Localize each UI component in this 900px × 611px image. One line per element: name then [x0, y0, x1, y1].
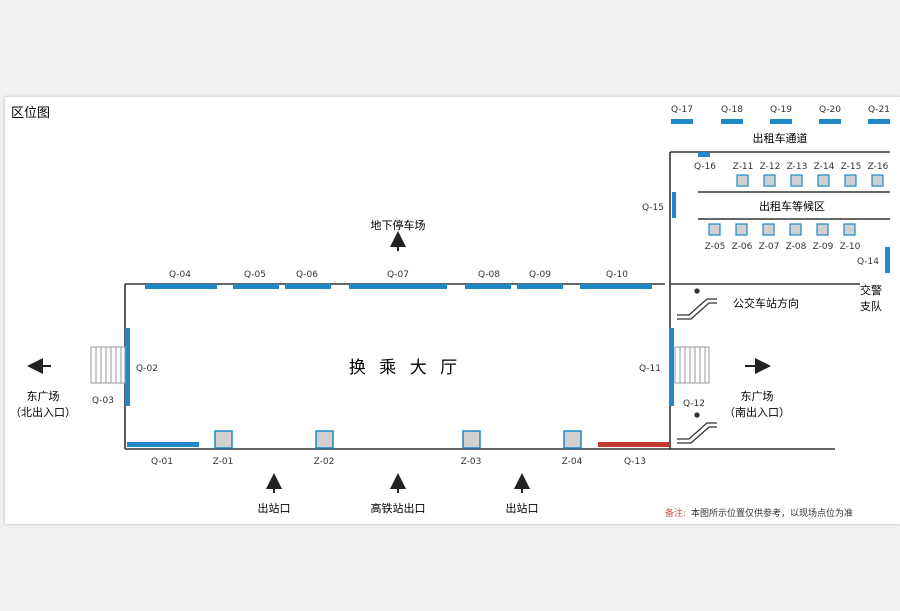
exit-center-label: 高铁站出口 [371, 501, 426, 515]
label-z12: Z-12 [760, 162, 781, 172]
label-z01: Z-01 [213, 457, 234, 467]
label-q19: Q-19 [770, 105, 792, 115]
label-z11: Z-11 [733, 162, 754, 172]
box-z05 [708, 223, 721, 236]
exit-right-label: 出站口 [506, 501, 539, 515]
box-z02 [315, 430, 334, 449]
box-z03 [462, 430, 481, 449]
escalator-top-icon [677, 288, 717, 320]
box-z11 [736, 174, 749, 187]
box-z09 [816, 223, 829, 236]
bar-q06 [285, 284, 331, 289]
bus-label: 公交车站方向 [733, 296, 799, 310]
bar-q09 [517, 284, 563, 289]
label-q16: Q-16 [694, 162, 716, 172]
label-q15: Q-15 [642, 203, 664, 213]
bar-q21 [868, 119, 890, 124]
label-q21: Q-21 [868, 105, 890, 115]
label-q12: Q-12 [683, 399, 705, 409]
label-z08: Z-08 [786, 242, 807, 252]
label-z06: Z-06 [732, 242, 753, 252]
label-z03: Z-03 [461, 457, 482, 467]
stairs-east [674, 346, 710, 384]
bar-q02 [125, 328, 130, 406]
label-q13: Q-13 [624, 457, 646, 467]
taxi-wait-label: 出租车等候区 [759, 199, 825, 213]
parking-label: 地下停车场 [371, 218, 426, 232]
label-q05: Q-05 [244, 270, 266, 280]
label-q11: Q-11 [639, 364, 661, 374]
bar-q20 [819, 119, 841, 124]
box-z16 [871, 174, 884, 187]
bar-q19 [770, 119, 792, 124]
exit-left-label: 出站口 [258, 501, 291, 515]
label-z05: Z-05 [705, 242, 726, 252]
stairs-west [90, 346, 126, 384]
bar-q11 [669, 328, 674, 406]
box-z01 [214, 430, 233, 449]
escalator-bottom-icon [677, 412, 717, 444]
map-canvas: 区位图 换 乘 大 厅 Q-04 Q-05 Q-06 Q-07 Q-08 Q-0… [10, 105, 890, 519]
bar-q16 [698, 152, 710, 157]
label-z10: Z-10 [840, 242, 861, 252]
label-q06: Q-06 [296, 270, 318, 280]
bar-q07 [349, 284, 447, 289]
box-z06 [735, 223, 748, 236]
note-text: 本图所示位置仅供参考，以现场点位为准 [691, 507, 853, 519]
west-label-2: （北出入口） [10, 405, 76, 419]
box-z13 [790, 174, 803, 187]
label-z13: Z-13 [787, 162, 808, 172]
label-q17: Q-17 [671, 105, 693, 115]
label-q07: Q-07 [387, 270, 409, 280]
label-z15: Z-15 [841, 162, 862, 172]
west-label-1: 东广场 [27, 389, 60, 403]
box-z08 [789, 223, 802, 236]
hall-label: 换 乘 大 厅 [349, 358, 461, 378]
east-label-1: 东广场 [741, 389, 774, 403]
label-q18: Q-18 [721, 105, 743, 115]
label-q03: Q-03 [92, 396, 114, 406]
label-z09: Z-09 [813, 242, 834, 252]
label-q14: Q-14 [857, 257, 879, 267]
bar-q15 [672, 192, 676, 218]
note-label: 备注: [665, 507, 686, 519]
bar-q05 [233, 284, 279, 289]
bar-q13 [598, 442, 670, 447]
label-q20: Q-20 [819, 105, 841, 115]
box-z10 [843, 223, 856, 236]
bar-q17 [671, 119, 693, 124]
label-q01: Q-01 [151, 457, 173, 467]
bar-q01 [127, 442, 199, 447]
bar-q14 [885, 247, 890, 273]
box-z04 [563, 430, 582, 449]
box-z07 [762, 223, 775, 236]
label-z14: Z-14 [814, 162, 835, 172]
label-q04: Q-04 [169, 270, 191, 280]
label-z02: Z-02 [314, 457, 335, 467]
label-z07: Z-07 [759, 242, 780, 252]
bar-q08 [465, 284, 511, 289]
bar-q04 [145, 284, 217, 289]
box-z12 [763, 174, 776, 187]
map-title: 区位图 [11, 106, 50, 121]
bar-q10 [580, 284, 652, 289]
box-z14 [817, 174, 830, 187]
box-z15 [844, 174, 857, 187]
east-label-2: （南出入口） [724, 405, 790, 419]
location-map: 区位图 换 乘 大 厅 Q-04 Q-05 Q-06 Q-07 Q-08 Q-0… [5, 97, 900, 524]
label-q02: Q-02 [136, 364, 158, 374]
bar-q18 [721, 119, 743, 124]
label-z04: Z-04 [562, 457, 583, 467]
label-q09: Q-09 [529, 270, 551, 280]
police-label-2: 支队 [860, 299, 882, 313]
police-label-1: 交警 [860, 283, 882, 297]
taxi-lane-label: 出租车通道 [753, 131, 808, 145]
label-q08: Q-08 [478, 270, 500, 280]
label-z16: Z-16 [868, 162, 889, 172]
label-q10: Q-10 [606, 270, 628, 280]
